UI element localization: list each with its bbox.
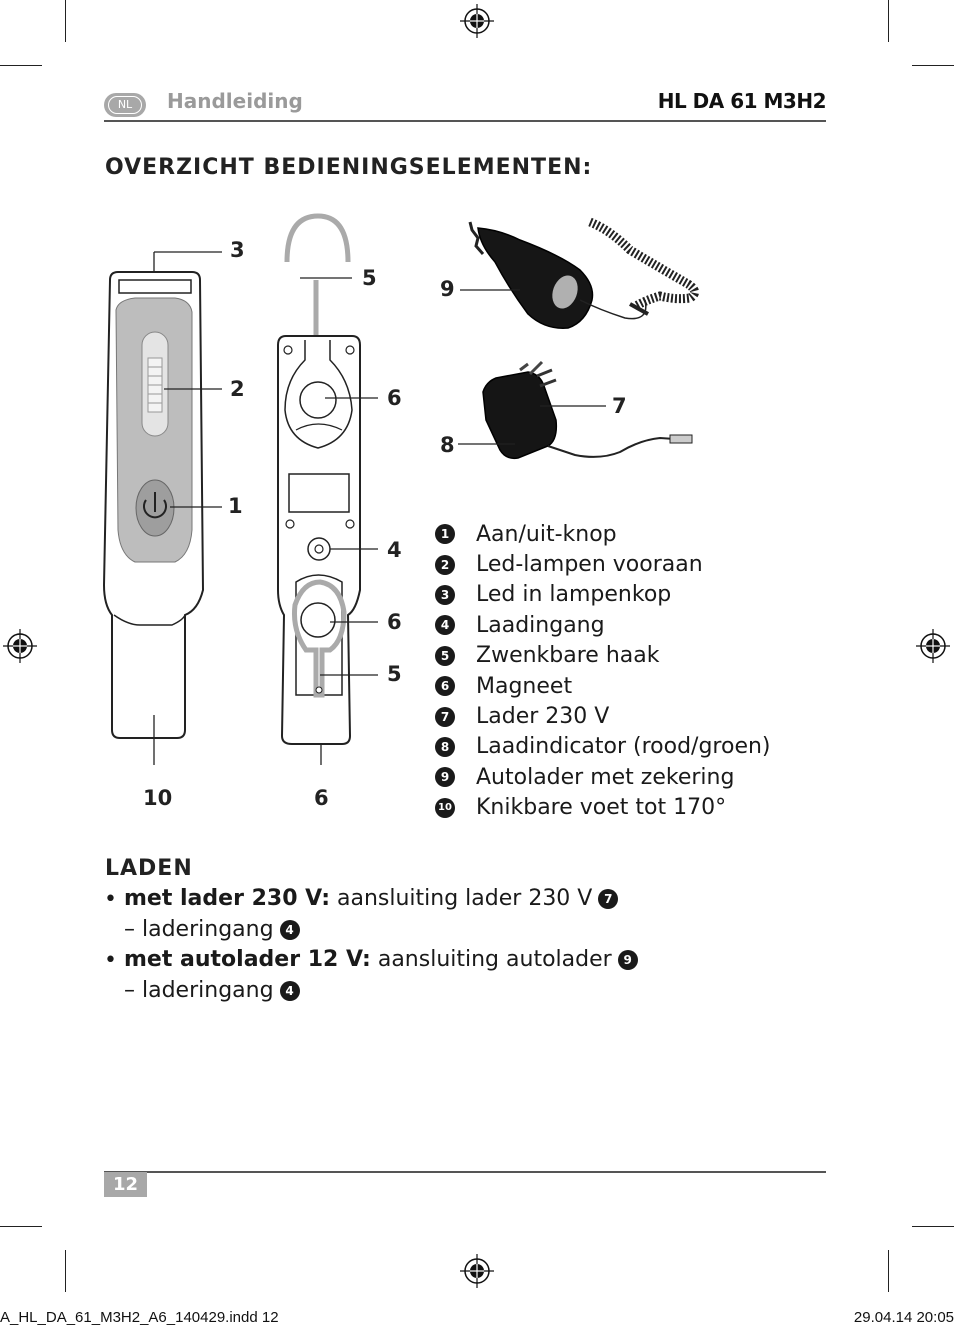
legend-item: 8 Laadindicator (rood/groen) <box>435 732 771 762</box>
legend-label: Lader 230 V <box>476 704 610 730</box>
legend-number: 9 <box>435 767 455 788</box>
legend-number: 6 <box>435 676 455 697</box>
legend-label: Magneet <box>476 673 573 699</box>
legend-number: 8 <box>435 736 455 757</box>
callout-9: 9 <box>440 277 455 301</box>
laden-item-text: aansluiting lader 230 V <box>330 886 593 911</box>
legend-number: 5 <box>435 645 455 666</box>
legend-number: 3 <box>435 584 455 605</box>
registration-mark-icon <box>916 629 950 663</box>
print-date: 29.04.14 20:05 <box>853 1309 954 1326</box>
lamp-back-view-icon <box>277 213 378 765</box>
reference-number: 4 <box>279 919 300 940</box>
header-title: Handleiding <box>167 89 303 113</box>
legend-item: 4 Laadingang <box>435 610 771 640</box>
reference-number: 9 <box>617 949 638 970</box>
legend-item: 1 Aan/uit-knop <box>435 519 771 549</box>
language-badge: NL <box>104 93 146 117</box>
registration-mark-icon <box>3 629 37 663</box>
crop-mark <box>0 1226 42 1227</box>
laden-item-bold: met autolader 12 V: <box>124 947 371 972</box>
callout-2: 2 <box>230 377 245 401</box>
laden-item-text: – laderingang <box>124 978 274 1003</box>
legend-label: Zwenkbare haak <box>476 643 660 669</box>
laden-item-line: met lader 230 V: aansluiting lader 230 V… <box>124 886 619 911</box>
bullet: • <box>104 948 117 973</box>
car-charger-icon <box>460 217 699 329</box>
callout-10: 10 <box>143 786 173 810</box>
crop-mark <box>65 1250 66 1292</box>
legend-item: 10 Knikbare voet tot 170° <box>435 793 771 823</box>
section-title: OVERZICHT BEDIENINGSELEMENTEN: <box>105 155 593 180</box>
legend-number: 10 <box>435 797 455 818</box>
legend-item: 6 Magneet <box>435 671 771 701</box>
callout-5: 5 <box>387 662 402 686</box>
header-divider <box>104 120 826 122</box>
legend-item: 3 Led in lampenkop <box>435 580 771 610</box>
callout-7: 7 <box>612 394 627 418</box>
crop-mark <box>912 1226 954 1227</box>
reference-number: 7 <box>598 888 619 909</box>
crop-mark <box>888 1250 889 1292</box>
callout-6: 6 <box>387 610 402 634</box>
laden-item-text: – laderingang <box>124 917 274 942</box>
legend-label: Knikbare voet tot 170° <box>476 795 727 821</box>
product-drawing <box>102 213 378 765</box>
legend-label: Aan/uit-knop <box>476 521 617 547</box>
file-slug: A_HL_DA_61_M3H2_A6_140429.indd 12 <box>0 1309 279 1326</box>
callout-4: 4 <box>387 538 402 562</box>
bullet: • <box>104 887 117 912</box>
legend-label: Led in lampenkop <box>476 582 672 608</box>
legend-number: 4 <box>435 615 455 636</box>
registration-mark-icon <box>460 4 494 38</box>
callout-5: 5 <box>362 266 377 290</box>
legend-number: 7 <box>435 706 455 727</box>
legend-number: 2 <box>435 554 455 575</box>
laden-item-text: aansluiting autolader <box>370 947 612 972</box>
crop-mark <box>888 0 889 42</box>
footer-divider <box>104 1171 826 1173</box>
model-number: HL DA 61 M3H2 <box>657 89 827 113</box>
callout-6: 6 <box>314 786 329 810</box>
reference-number: 4 <box>279 980 300 1001</box>
laden-item-line: met autolader 12 V: aansluiting autolade… <box>124 947 638 972</box>
laden-item-bold: met lader 230 V: <box>124 886 331 911</box>
laden-title: LADEN <box>105 856 193 881</box>
legend-item: 2 Led-lampen vooraan <box>435 549 771 579</box>
legend-label: Laadingang <box>476 612 605 638</box>
page-number: 12 <box>104 1172 147 1197</box>
registration-mark-icon <box>460 1254 494 1288</box>
legend-item: 5 Zwenkbare haak <box>435 641 771 671</box>
wall-charger-icon <box>458 360 693 460</box>
parts-legend: 1 Aan/uit-knop 2 Led-lampen vooraan 3 Led i… <box>435 519 771 823</box>
legend-number: 1 <box>435 524 455 545</box>
legend-item: 7 Lader 230 V <box>435 701 771 731</box>
legend-label: Led-lampen vooraan <box>476 552 703 578</box>
callout-3: 3 <box>230 238 245 262</box>
legend-label: Autolader met zekering <box>476 764 735 790</box>
callout-6: 6 <box>387 386 402 410</box>
crop-mark <box>912 65 954 66</box>
callout-1: 1 <box>228 494 243 518</box>
chargers-drawing <box>458 217 699 460</box>
crop-mark <box>0 65 42 66</box>
language-badge-label: NL <box>108 96 142 114</box>
legend-label: Laadindicator (rood/groen) <box>476 734 771 760</box>
callout-8: 8 <box>440 433 455 457</box>
crop-mark <box>65 0 66 42</box>
legend-item: 9 Autolader met zekering <box>435 762 771 792</box>
lamp-front-view-icon <box>102 251 222 765</box>
